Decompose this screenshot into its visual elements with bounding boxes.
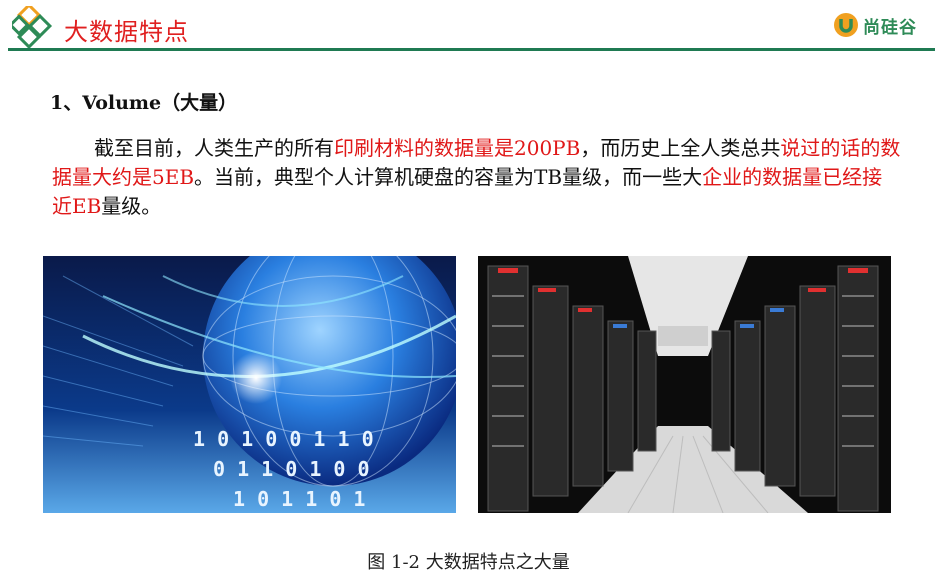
server-room-image [478, 256, 891, 513]
paragraph-highlight: 说过的话的数据量大约是5EB [52, 136, 901, 189]
digital-globe-image: 1 0 1 0 0 1 1 0 0 1 1 0 1 0 0 1 0 1 1 0 … [43, 256, 456, 513]
svg-text:0 1 1 0 1 0 0: 0 1 1 0 1 0 0 [213, 457, 370, 481]
paragraph-text: ，而历史上全人类总共 [580, 136, 781, 160]
figure-caption: 图 1-2 大数据特点之大量 [367, 552, 570, 573]
paragraph-text: 量级。 [101, 194, 162, 218]
paragraph-highlight: 印刷材料的数据量是200PB [334, 136, 581, 160]
brand-logo: 尚硅谷 [833, 12, 917, 38]
svg-text:1 0 1 0 0 1 1 0: 1 0 1 0 0 1 1 0 [193, 427, 374, 451]
diamond-logo-icon [12, 6, 53, 48]
paragraph-highlight: 企业的数据量已经接近EB [52, 165, 883, 218]
brand-u-icon [834, 13, 858, 37]
brand-name: 尚硅谷 [863, 17, 917, 38]
svg-text:1 0 1 1 0 1: 1 0 1 1 0 1 [233, 487, 365, 511]
slide-title: 大数据特点 [64, 18, 189, 46]
paragraph-text: 。当前，典型个人计算机硬盘的容量为TB量级，而一些大 [194, 165, 703, 189]
volume-paragraph: 截至目前，人类生产的所有印刷材料的数据量是200PB，而历史上全人类总共说过的话… [52, 134, 902, 221]
section-heading: 1、Volume（大量） [50, 92, 238, 114]
header-divider [8, 48, 935, 51]
slide-header: 大数据特点 尚硅谷 [0, 0, 937, 52]
paragraph-text: 截至目前，人类生产的所有 [94, 136, 334, 160]
